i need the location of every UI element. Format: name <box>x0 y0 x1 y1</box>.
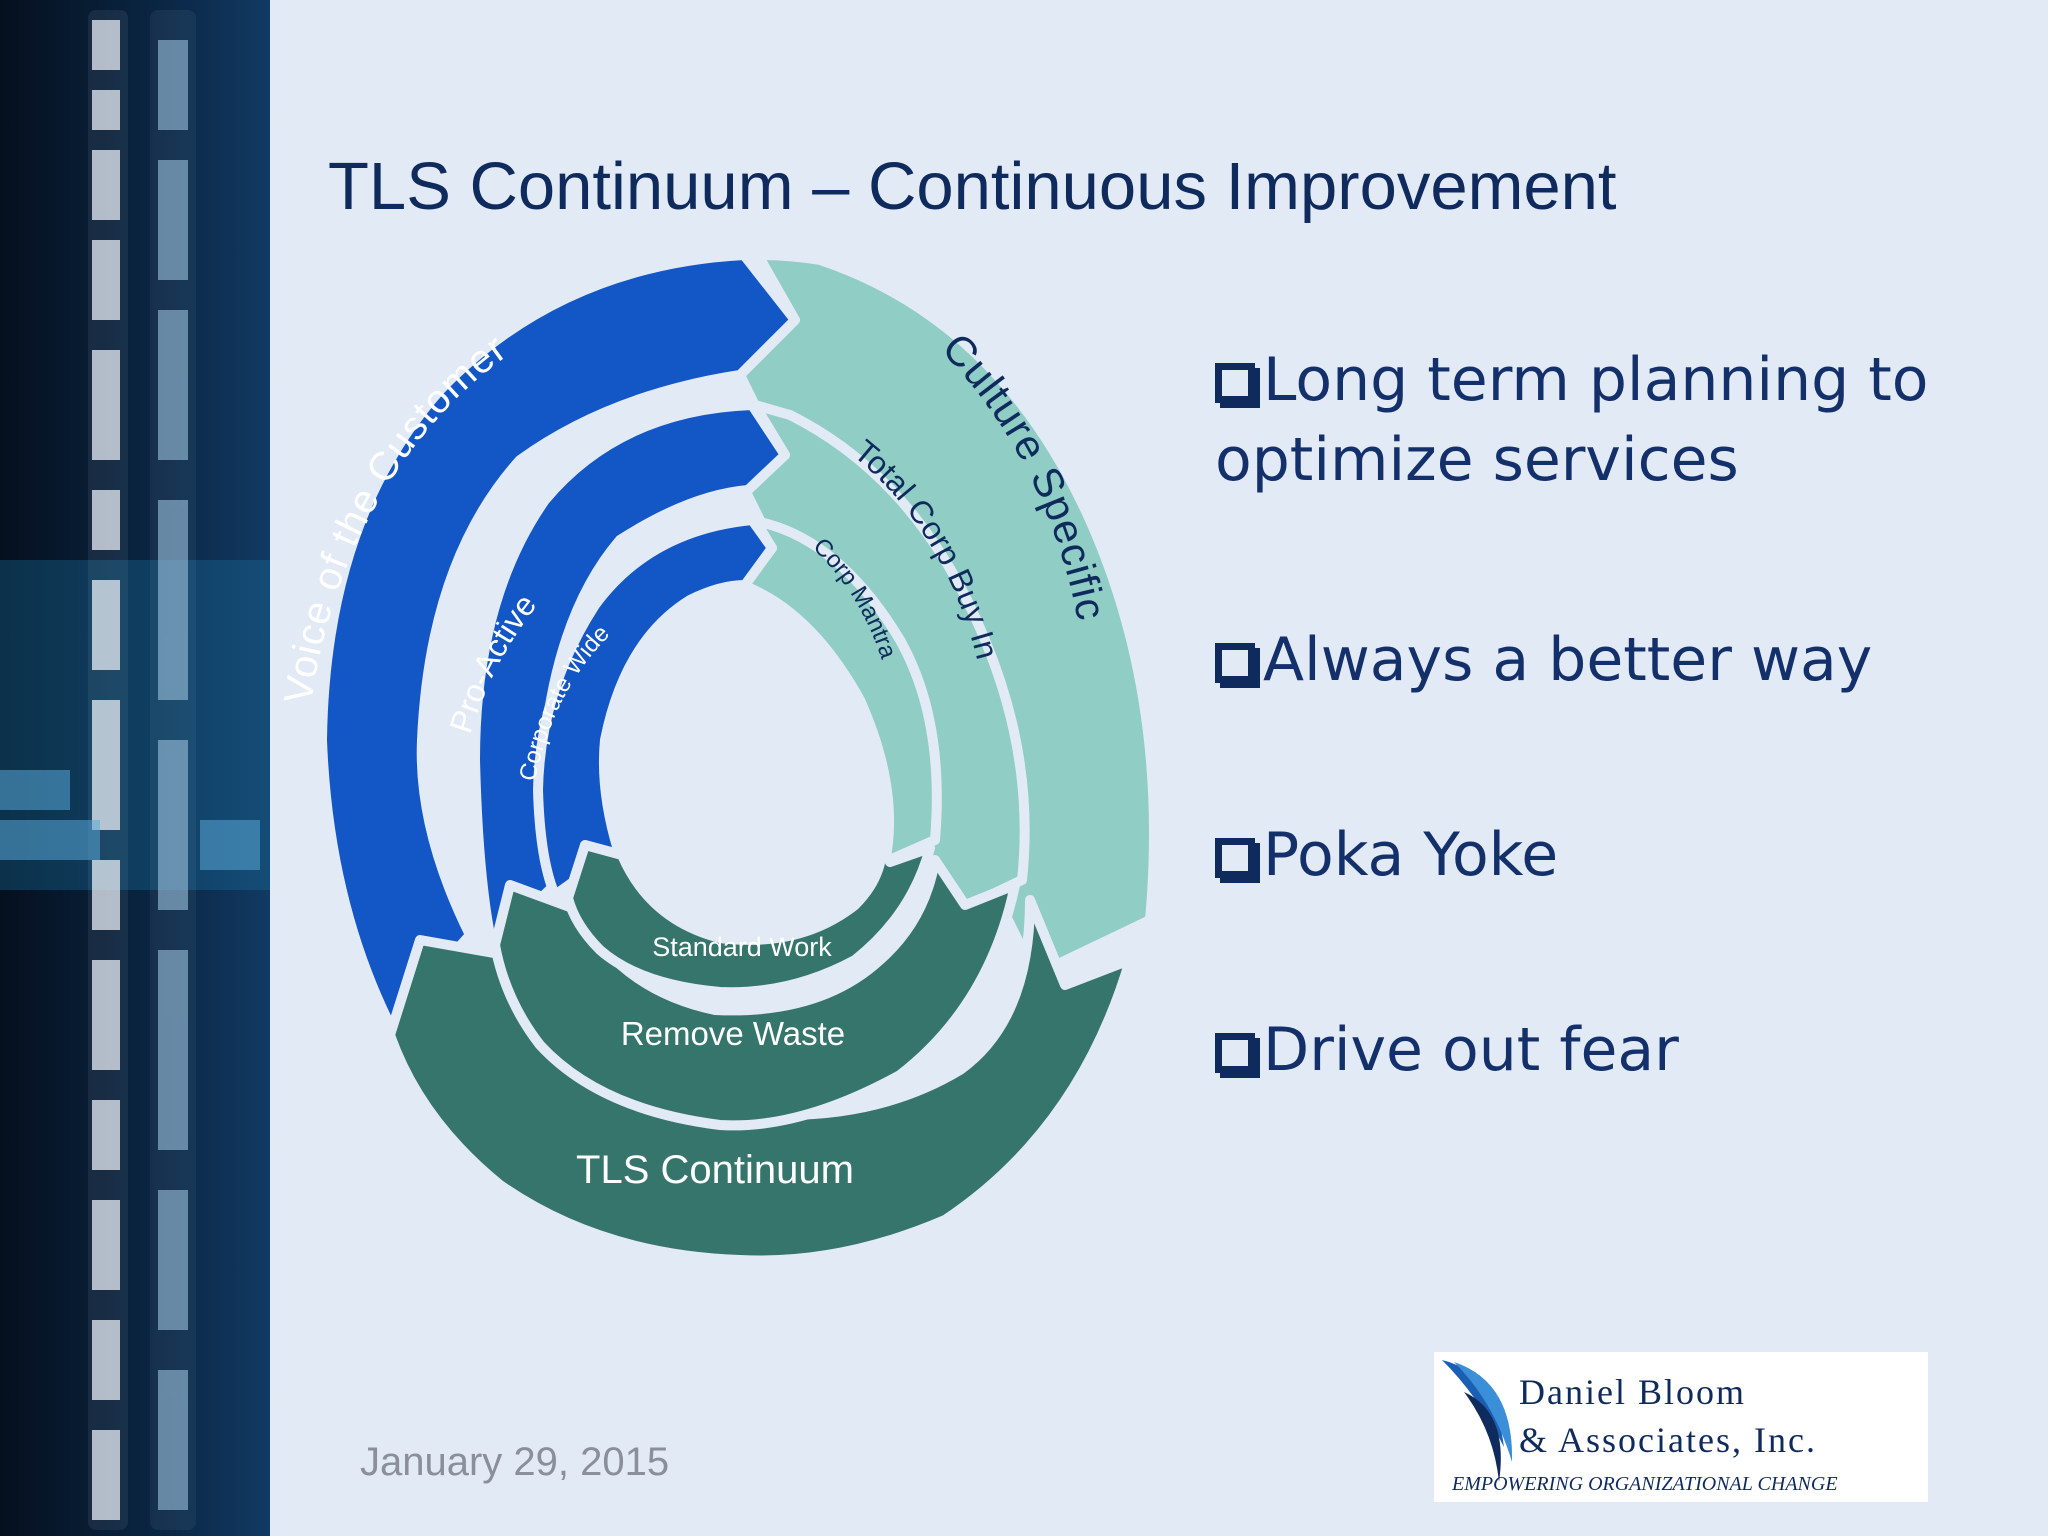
logo-name: Daniel Bloom <box>1519 1372 1746 1412</box>
inner-ring-green-segment <box>563 840 935 998</box>
bullet-item: Always a better way <box>1215 620 1995 700</box>
swoosh-icon <box>1442 1360 1513 1482</box>
checkbox-square-icon <box>1215 838 1255 878</box>
bullet-item: Drive out fear <box>1215 1010 1995 1090</box>
label-standard-work: Standard Work <box>652 932 832 962</box>
footer-date: January 29, 2015 <box>360 1440 670 1484</box>
logo-tagline: EMPOWERING ORGANIZATIONAL CHANGE <box>1451 1473 1838 1495</box>
label-remove-waste: Remove Waste <box>621 1015 845 1052</box>
bullet-text: Always a better way <box>1263 625 1873 695</box>
bullet-item: Poka Yoke <box>1215 815 1995 895</box>
middle-ring-green-segment <box>490 855 1020 1131</box>
company-logo: Daniel Bloom & Associates, Inc. EMPOWERI… <box>1434 1352 1928 1502</box>
outer-ring-blue-segment <box>317 250 800 1030</box>
bullet-text: Long term planning to <box>1263 345 1929 415</box>
bullet-text: Drive out fear <box>1263 1015 1679 1085</box>
inner-ring <box>533 515 942 998</box>
digital-numbers-image <box>0 0 270 1536</box>
sidebar-decoration <box>0 0 270 1536</box>
label-tls-continuum: TLS Continuum <box>576 1148 854 1192</box>
checkbox-square-icon <box>1215 643 1255 683</box>
checkbox-square-icon <box>1215 363 1255 403</box>
slide-title: TLS Continuum – Continuous Improvement <box>328 149 1617 224</box>
inner-ring-blue-segment <box>533 515 777 900</box>
logo-associates: & Associates, Inc. <box>1519 1420 1817 1460</box>
checkbox-square-icon <box>1215 1033 1255 1073</box>
bullet-text: Poka Yoke <box>1263 820 1559 890</box>
middle-ring-blue-segment <box>470 400 790 950</box>
bullet-item: Long term planning to optimize services <box>1215 340 1995 500</box>
bullet-text-continued: optimize services <box>1215 425 1739 495</box>
